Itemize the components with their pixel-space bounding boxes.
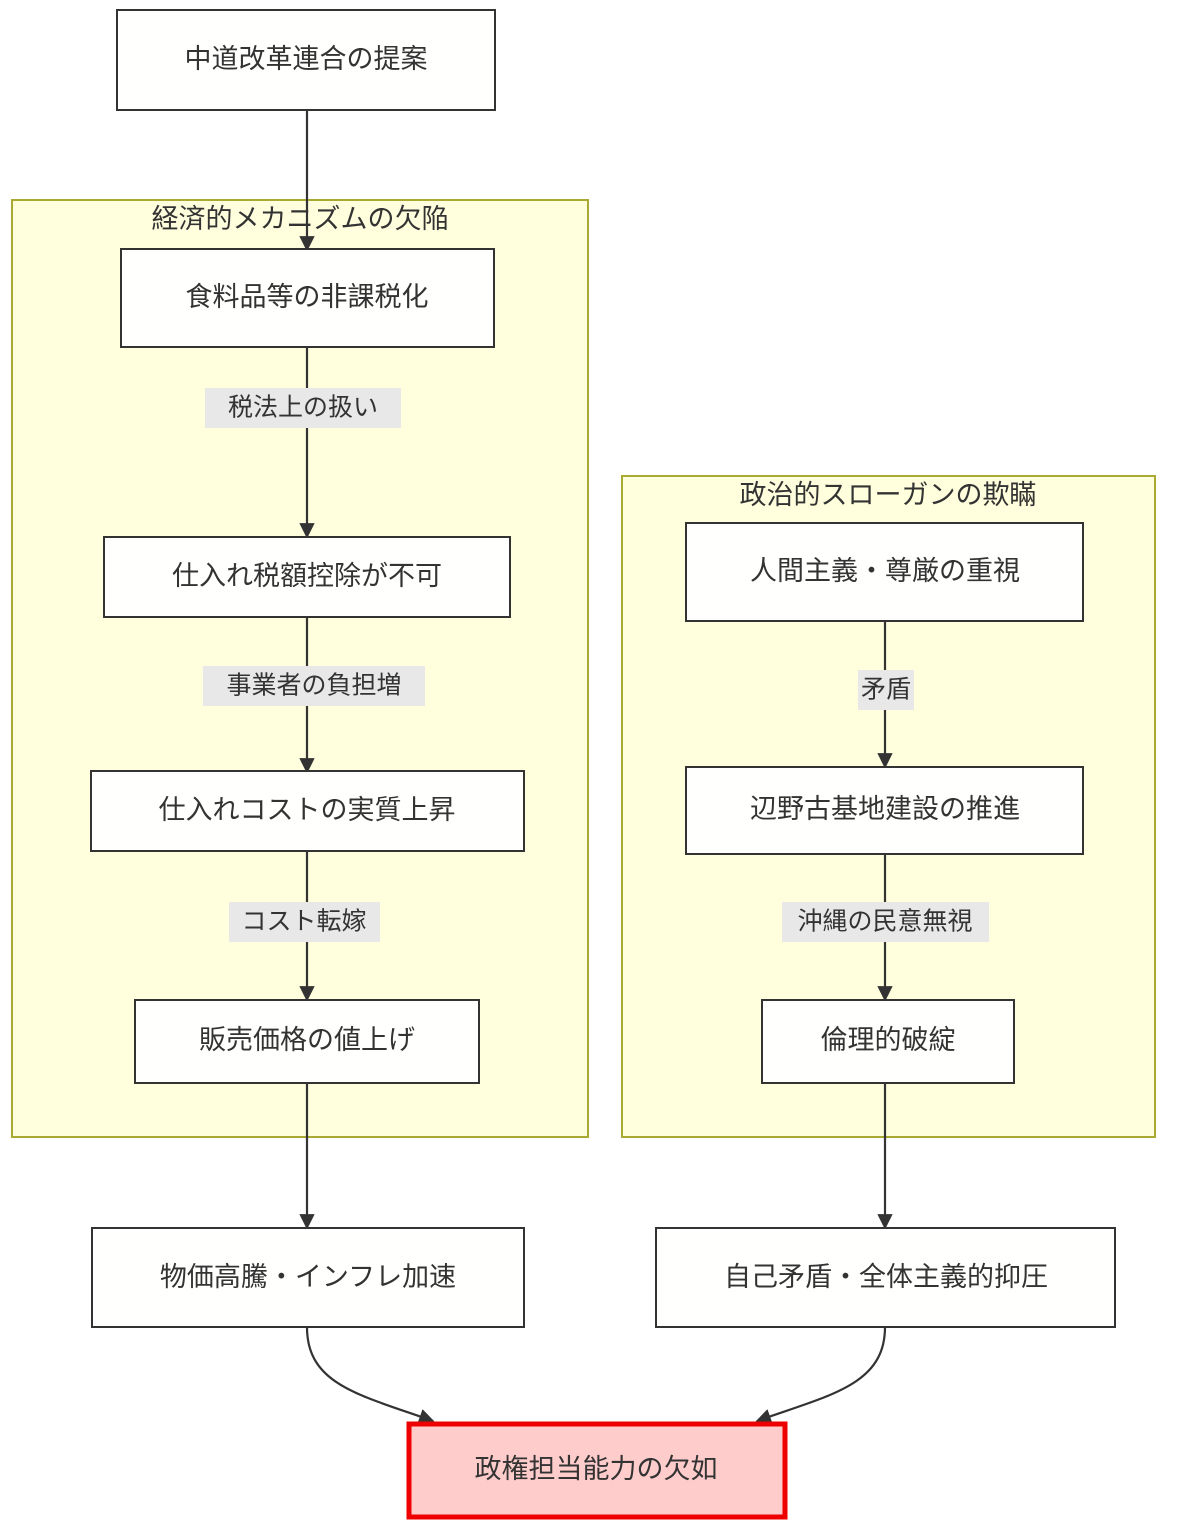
node-pol1[interactable]: 人間主義・尊厳の重視 — [685, 522, 1084, 622]
cluster-economic-label: 経済的メカニズムの欠陥 — [152, 204, 449, 234]
node-final-label: 政権担当能力の欠如 — [475, 1454, 718, 1484]
node-econ2-label: 仕入れ税額控除が不可 — [172, 561, 442, 591]
edge-label-econ-e3-text: コスト転嫁 — [241, 908, 366, 936]
node-out-right[interactable]: 自己矛盾・全体主義的抑圧 — [655, 1227, 1116, 1328]
node-pol3[interactable]: 倫理的破綻 — [761, 999, 1015, 1084]
node-out-right-box[interactable] — [655, 1227, 1116, 1328]
node-econ1[interactable]: 食料品等の非課税化 — [120, 248, 495, 348]
node-proposal-label: 中道改革連合の提案 — [185, 44, 428, 74]
edge-label-pol-e2: 沖縄の民意無視 — [782, 902, 989, 942]
node-pol3-box[interactable] — [761, 999, 1015, 1084]
node-pol2[interactable]: 辺野古基地建設の推進 — [685, 766, 1084, 855]
node-pol1-box[interactable] — [685, 522, 1084, 622]
node-econ3-box[interactable] — [90, 770, 525, 852]
node-pol3-label: 倫理的破綻 — [821, 1025, 956, 1055]
node-econ4[interactable]: 販売価格の値上げ — [134, 999, 480, 1084]
edge-label-pol-e1-text: 矛盾 — [861, 676, 911, 704]
node-econ2[interactable]: 仕入れ税額控除が不可 — [103, 536, 511, 618]
node-econ1-box[interactable] — [120, 248, 495, 348]
node-econ3-label: 仕入れコストの実質上昇 — [159, 795, 456, 825]
edge-label-pol-e1: 矛盾 — [858, 670, 914, 710]
node-out-left-box[interactable] — [91, 1227, 525, 1328]
node-final[interactable]: 政権担当能力の欠如 — [406, 1421, 788, 1520]
node-final-box[interactable] — [406, 1421, 788, 1520]
edge-label-econ-e1-text: 税法上の扱い — [228, 394, 378, 422]
node-econ4-box[interactable] — [134, 999, 480, 1084]
node-out-left-label: 物価高騰・インフレ加速 — [160, 1262, 456, 1292]
edge-label-econ-e3: コスト転嫁 — [229, 902, 380, 942]
edge-outleft-to-final — [305, 1326, 435, 1424]
edge-label-econ-e3-bg — [229, 902, 380, 942]
edge-label-econ-e2-text: 事業者の負担増 — [226, 672, 401, 700]
node-pol2-box[interactable] — [685, 766, 1084, 855]
edge-label-econ-e2-bg — [203, 666, 425, 706]
node-proposal[interactable]: 中道改革連合の提案 — [116, 9, 496, 111]
edge-label-econ-e1-bg — [205, 388, 401, 428]
edge-label-pol-e2-bg — [782, 902, 989, 942]
node-out-right-label: 自己矛盾・全体主義的抑圧 — [724, 1262, 1048, 1292]
edge-label-pol-e1-bg — [858, 670, 914, 710]
edge-label-econ-e2: 事業者の負担増 — [203, 666, 425, 706]
node-pol2-label: 辺野古基地建設の推進 — [750, 794, 1020, 824]
node-pol1-label: 人間主義・尊厳の重視 — [750, 556, 1020, 586]
node-econ2-box[interactable] — [103, 536, 511, 618]
node-proposal-box[interactable] — [116, 9, 496, 111]
edge-outright-to-final — [755, 1326, 887, 1424]
edge-label-pol-e2-text: 沖縄の民意無視 — [797, 908, 972, 936]
node-econ1-label: 食料品等の非課税化 — [186, 282, 429, 312]
cluster-political-label: 政治的スローガンの欺瞞 — [740, 480, 1037, 510]
node-econ3[interactable]: 仕入れコストの実質上昇 — [90, 770, 525, 852]
edge-label-econ-e1: 税法上の扱い — [205, 388, 401, 428]
node-econ4-label: 販売価格の値上げ — [199, 1025, 415, 1055]
node-out-left[interactable]: 物価高騰・インフレ加速 — [91, 1227, 525, 1328]
